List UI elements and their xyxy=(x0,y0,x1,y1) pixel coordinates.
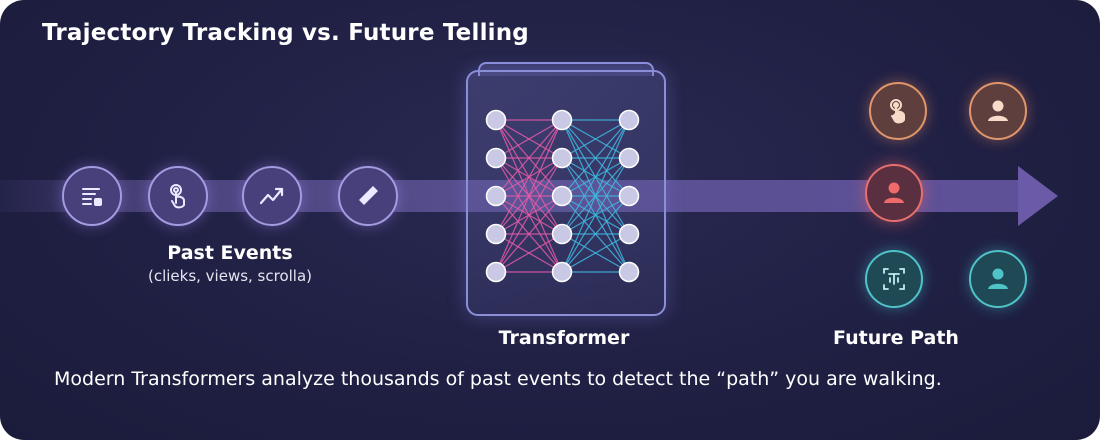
network-node xyxy=(618,261,640,283)
network-link xyxy=(495,233,563,273)
network-node xyxy=(551,223,573,245)
arrow-head xyxy=(1018,166,1058,226)
network-node xyxy=(485,223,507,245)
network-link xyxy=(495,157,563,273)
user-icon xyxy=(969,250,1027,308)
diagram-title: Trajectory Tracking vs. Future Telling xyxy=(42,20,529,46)
caption: Modern Transformers analyze thousands of… xyxy=(54,368,942,390)
trend-line-icon xyxy=(242,166,302,226)
neural-network xyxy=(485,109,640,283)
network-node xyxy=(618,185,640,207)
network-link xyxy=(495,119,563,197)
network-node xyxy=(551,109,573,131)
past-events-sublabel: (clieks, views, scrolla) xyxy=(147,267,313,285)
tap-hand-icon xyxy=(148,166,208,226)
list-document-icon xyxy=(62,166,122,226)
network-link xyxy=(495,195,563,273)
network-node xyxy=(618,223,640,245)
network-node xyxy=(485,261,507,283)
network-node xyxy=(551,147,573,169)
tap-hand-icon xyxy=(869,82,927,140)
network-link xyxy=(561,157,630,273)
network-link xyxy=(561,119,630,159)
future-path-label: Future Path xyxy=(833,327,959,349)
network-node xyxy=(485,185,507,207)
network-link xyxy=(561,119,630,235)
network-link xyxy=(495,119,563,159)
user-icon xyxy=(865,164,923,222)
network-node xyxy=(485,147,507,169)
past-events-label: Past Events xyxy=(167,242,293,264)
network-node xyxy=(618,109,640,131)
user-icon xyxy=(969,82,1027,140)
network-node xyxy=(485,109,507,131)
transformer-box-top xyxy=(478,62,654,76)
network-link xyxy=(561,195,630,273)
network-link xyxy=(561,119,630,197)
scan-text-icon xyxy=(865,250,923,308)
network-node xyxy=(618,147,640,169)
network-link xyxy=(495,119,563,235)
network-link xyxy=(495,119,563,273)
transformer-label: Transformer xyxy=(498,327,630,349)
network-node xyxy=(551,261,573,283)
pencil-icon xyxy=(338,166,398,226)
network-link xyxy=(561,119,630,273)
network-link xyxy=(561,233,630,273)
network-node xyxy=(551,185,573,207)
